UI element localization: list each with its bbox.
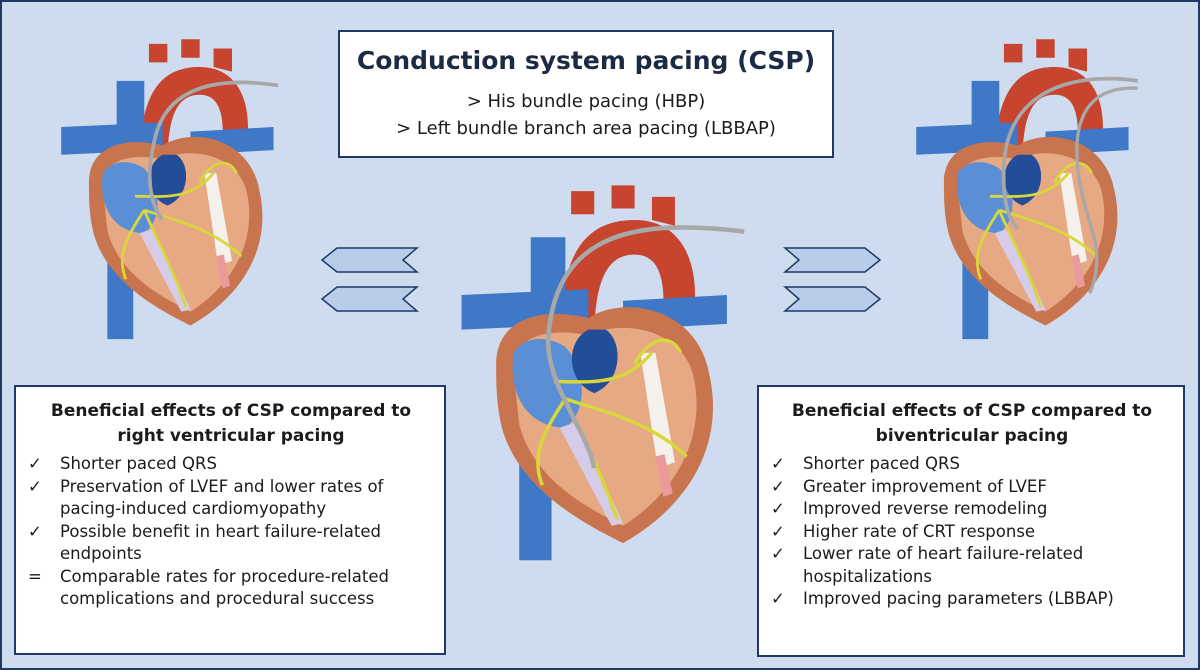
check-icon: ✓ — [771, 589, 785, 608]
check-icon: ✓ — [771, 454, 785, 473]
pacing-lead-center — [545, 225, 745, 469]
subtitle-hbp: > His bundle pacing (HBP) — [466, 91, 706, 112]
subtitle-lbbap: > Left bundle branch area pacing (LBBAP) — [396, 118, 776, 139]
rv-pacing-comparison-box: Beneficial effects of CSP compared to ri… — [14, 385, 446, 655]
item-text: Lower rate of heart failure-related — [803, 544, 1084, 563]
item-text: Higher rate of CRT response — [803, 521, 1036, 541]
equals-icon: = — [28, 566, 42, 586]
chevron-left-upper — [320, 247, 420, 273]
chevron-right-upper — [782, 247, 882, 273]
check-icon: ✓ — [771, 544, 785, 563]
rv-heading-line1: Beneficial effects of CSP compared to — [50, 401, 412, 421]
item-text: Improved reverse remodeling — [803, 499, 1048, 518]
check-icon: ✓ — [28, 454, 42, 473]
item-text-cont: hospitalizations — [803, 566, 932, 586]
item-text: Improved pacing parameters (LBBAP) — [803, 589, 1114, 608]
biv-heading-line1: Beneficial effects of CSP compared to — [791, 401, 1153, 421]
rv-heading-line2: right ventricular pacing — [117, 426, 345, 446]
list-item: ✓ Shorter paced QRS — [28, 453, 434, 476]
pacing-lead-right-2 — [1075, 86, 1138, 294]
item-text: Shorter paced QRS — [60, 454, 217, 473]
item-text-cont: pacing-induced cardiomyopathy — [60, 499, 327, 518]
pacing-lead-right-1 — [1001, 76, 1139, 230]
item-text: Possible benefit in heart failure-relate… — [60, 521, 381, 541]
list-item: ✓ Possible benefit in heart failure-rela… — [28, 521, 434, 566]
rv-effects-list: ✓ Shorter paced QRS ✓ Preservation of LV… — [28, 453, 434, 611]
list-item: ✓ Higher rate of CRT response — [771, 521, 1173, 544]
double-chevron-left-icon — [320, 247, 420, 316]
title-box: Conduction system pacing (CSP) > His bun… — [338, 30, 834, 158]
biv-pacing-comparison-box: Beneficial effects of CSP compared to bi… — [757, 385, 1185, 657]
double-chevron-right-icon — [782, 247, 882, 316]
list-item: ✓ Improved pacing parameters (LBBAP) — [771, 588, 1173, 611]
check-icon: ✓ — [28, 476, 42, 496]
heart-right-illustration — [907, 27, 1147, 351]
biv-effects-list: ✓ Shorter paced QRS ✓ Greater improvemen… — [771, 453, 1173, 611]
item-text-cont: endpoints — [60, 544, 142, 563]
chevron-left-lower — [320, 286, 420, 312]
list-item: ✓ Preservation of LVEF and lower rates o… — [28, 476, 434, 521]
list-item: ✓ Improved reverse remodeling — [771, 498, 1173, 521]
check-icon: ✓ — [771, 476, 785, 496]
check-icon: ✓ — [771, 521, 785, 541]
item-text-cont: complications and procedural success — [60, 589, 375, 608]
item-text: Shorter paced QRS — [803, 454, 960, 473]
pacing-lead-left — [147, 80, 279, 221]
chevron-right-lower — [782, 286, 882, 312]
diagram-title: Conduction system pacing (CSP) — [356, 46, 816, 75]
heart-left-illustration — [52, 27, 292, 351]
list-item: ✓ Lower rate of heart failure-related hos… — [771, 543, 1173, 588]
item-text: Greater improvement of LVEF — [803, 476, 1047, 496]
check-icon: ✓ — [28, 521, 42, 541]
list-item: ✓ Shorter paced QRS — [771, 453, 1173, 476]
check-icon: ✓ — [771, 499, 785, 518]
list-item: ✓ Greater improvement of LVEF — [771, 476, 1173, 499]
list-item: = Comparable rates for procedure-related… — [28, 566, 434, 611]
item-text: Comparable rates for procedure-related — [60, 566, 389, 586]
biv-heading-line2: biventricular pacing — [875, 426, 1069, 446]
item-text: Preservation of LVEF and lower rates of — [60, 476, 384, 496]
heart-center-illustration — [450, 170, 750, 574]
